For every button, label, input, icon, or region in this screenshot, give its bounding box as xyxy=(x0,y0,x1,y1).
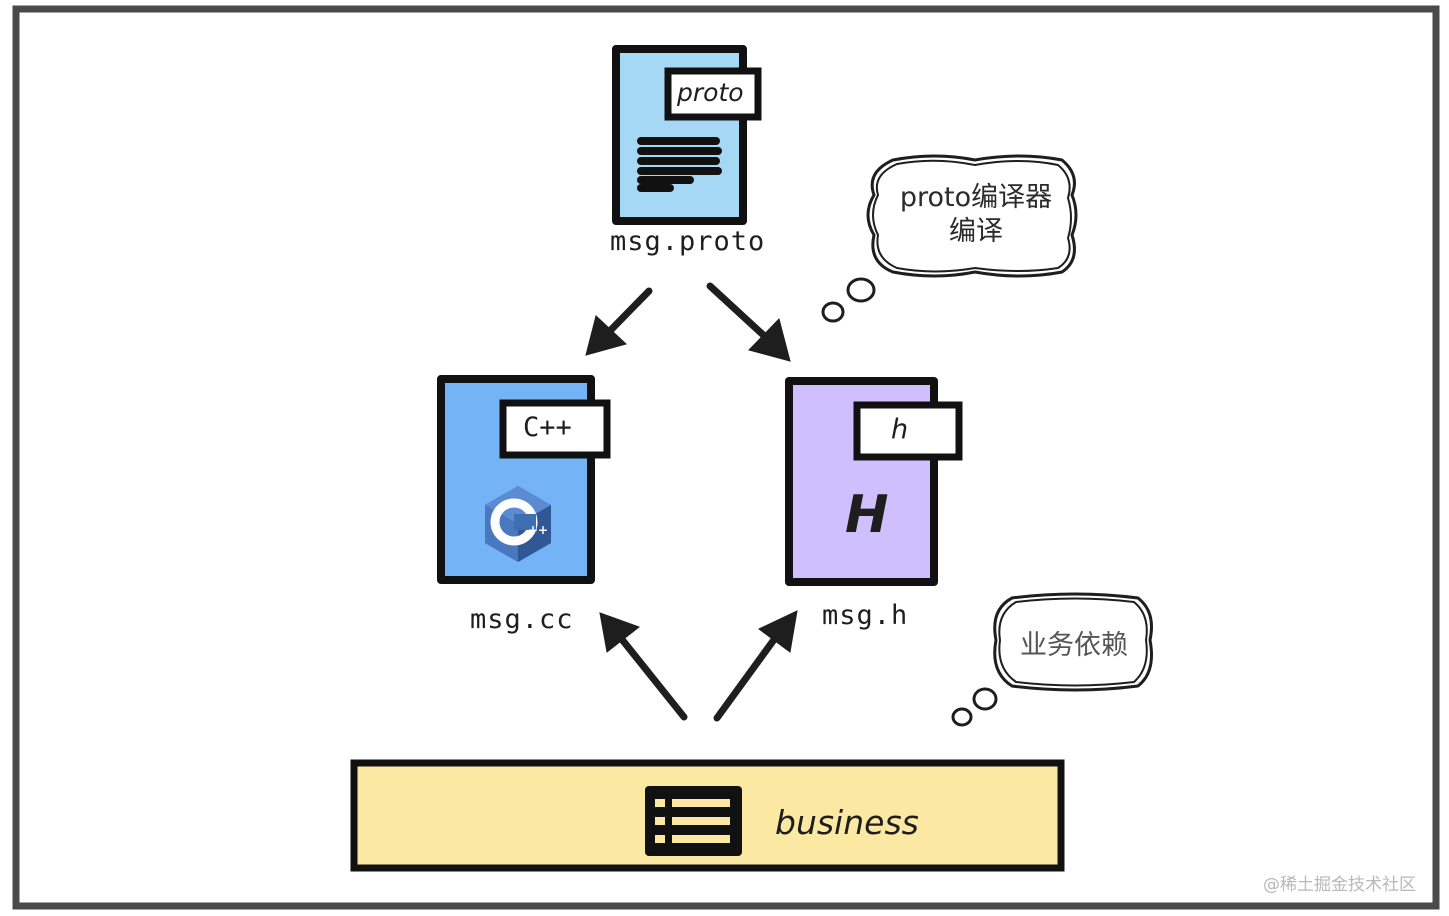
business-block xyxy=(350,759,1065,872)
table-icon xyxy=(645,786,742,856)
depend-cloud-dot-small xyxy=(951,707,973,727)
depend-cloud-text: 业务依赖 xyxy=(1020,630,1128,661)
arrows xyxy=(585,282,798,722)
h-file xyxy=(785,377,963,586)
h-file-tab-label: h xyxy=(891,414,909,445)
compile-cloud-bubble xyxy=(866,154,1078,278)
proto-file-tab xyxy=(664,67,762,121)
proto-file-tab-label: proto xyxy=(677,78,744,107)
watermark: @稀土掘金技术社区 xyxy=(1263,875,1416,895)
svg-text:++: ++ xyxy=(528,523,548,537)
cc-file-tab-label: C++ xyxy=(523,412,572,443)
h-file-tab xyxy=(853,401,963,461)
depend-cloud-bubble xyxy=(993,592,1153,692)
h-file-name: msg.h xyxy=(822,600,909,631)
outer-frame xyxy=(12,5,1440,910)
depend-cloud xyxy=(951,592,1153,727)
proto-file xyxy=(612,45,762,225)
cc-file: ++ xyxy=(437,375,611,584)
proto-file-name: msg.proto xyxy=(610,226,766,257)
compile-cloud-dot-small xyxy=(821,301,845,323)
cc-file-name: msg.cc xyxy=(470,604,574,635)
compile-cloud-line2: 编译 xyxy=(949,216,1003,247)
arrow-proto-to-h xyxy=(706,282,791,362)
compile-cloud xyxy=(821,154,1078,323)
arrow-business-to-cc xyxy=(599,612,688,721)
depend-cloud-dot-large xyxy=(972,687,998,711)
compile-cloud-line1: proto编译器 xyxy=(899,182,1053,213)
h-file-glyph: H xyxy=(845,485,889,545)
arrow-proto-to-cc xyxy=(585,287,653,356)
proto-text-lines-icon xyxy=(637,137,722,192)
business-label: business xyxy=(775,803,919,842)
cc-file-tab xyxy=(499,399,611,459)
compile-cloud-dot-large xyxy=(846,277,876,303)
cpp-logo-icon: ++ xyxy=(485,486,551,562)
arrow-business-to-h xyxy=(713,610,798,722)
